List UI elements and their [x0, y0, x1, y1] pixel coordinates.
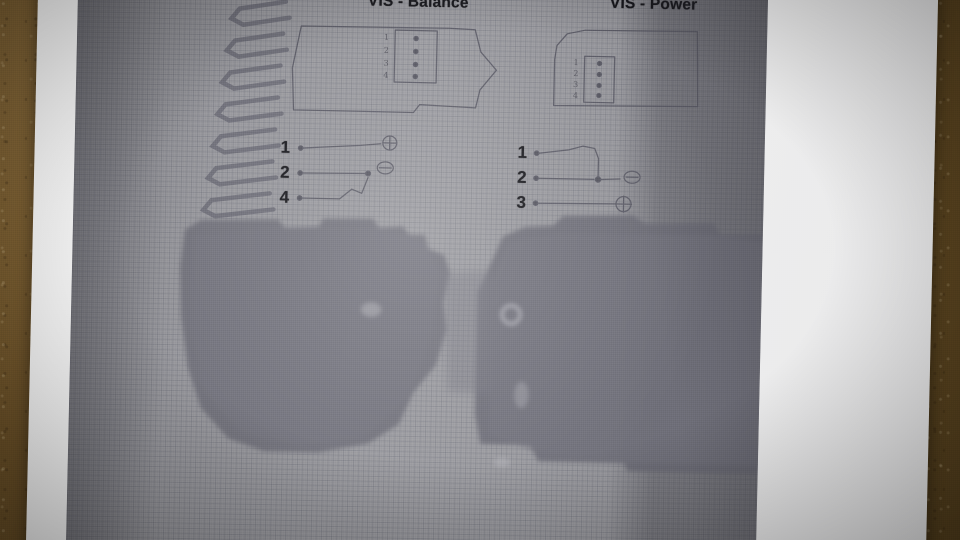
balance-wiring-drawing — [296, 135, 398, 201]
svg-text:3: 3 — [383, 59, 388, 68]
power-pin-label-3: 3 — [516, 192, 527, 212]
copy-left-shadow-band — [65, 0, 171, 540]
toner-smudge — [443, 270, 492, 395]
svg-text:2: 2 — [573, 69, 578, 78]
left-component-blob — [180, 218, 450, 453]
svg-text:1: 1 — [573, 58, 578, 67]
svg-text:1: 1 — [384, 33, 389, 42]
paper-sheet: 1 2 3 4 1 2 3 4 — [25, 0, 939, 540]
photocopied-components — [180, 215, 763, 475]
handdrawn-ink-layer: 1 2 3 4 1 2 3 4 — [291, 25, 699, 213]
balance-connector-drawing — [291, 25, 498, 114]
photocopy-area: 1 2 3 4 1 2 3 4 — [65, 0, 769, 540]
spiral-binding — [199, 0, 292, 219]
balance-pin-label-4: 4 — [279, 187, 290, 207]
svg-text:2: 2 — [384, 46, 389, 55]
heading-vis-balance: VIS - Balance — [367, 0, 469, 12]
svg-text:4: 4 — [573, 91, 578, 100]
right-component-blob — [474, 215, 763, 475]
balance-pin-label-2: 2 — [279, 162, 290, 182]
svg-text:4: 4 — [383, 71, 388, 80]
power-pin-label-1: 1 — [517, 142, 528, 162]
heading-vis-power: VIS - Power — [609, 0, 698, 14]
balance-pin-label-1: 1 — [280, 137, 291, 157]
power-connector-drawing — [553, 29, 699, 108]
power-pin-label-2: 2 — [516, 167, 527, 187]
svg-text:3: 3 — [573, 80, 578, 89]
power-wiring-drawing — [532, 145, 641, 213]
copy-right-shadow-band — [605, 0, 769, 540]
